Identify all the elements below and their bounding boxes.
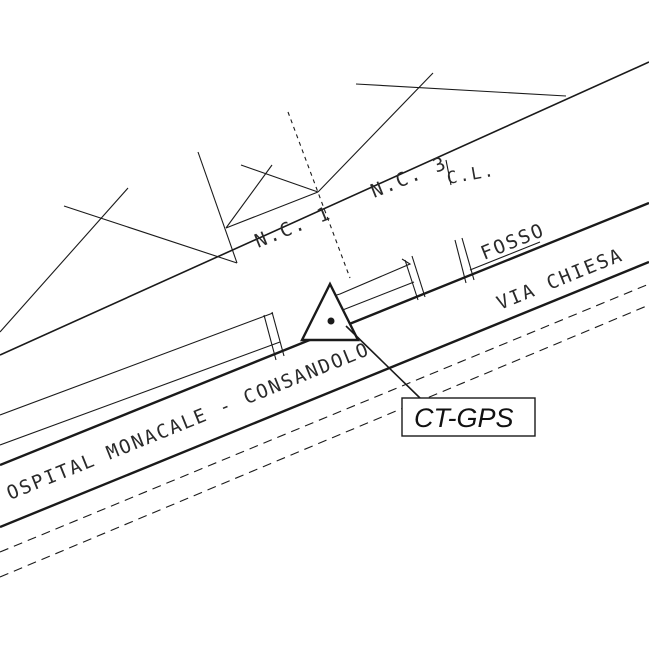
parcel-line (0, 187, 129, 333)
parcel-line (317, 72, 434, 193)
access-stub (329, 258, 412, 298)
centerline-dashed (287, 111, 351, 279)
parcel-line (197, 151, 238, 264)
centerline-label: C.L. (445, 161, 497, 189)
point-dot (327, 317, 335, 325)
parcel-line (63, 205, 238, 264)
dashed-line-1 (0, 283, 649, 553)
access-stub (454, 239, 467, 284)
access-stub (404, 259, 419, 301)
street-label-main: OSPITAL MONACALE - CONSANDOLO (4, 338, 374, 504)
ditch-line (469, 241, 541, 271)
road-edge-south (0, 260, 649, 529)
tick-mark (445, 159, 452, 186)
frontage-line (0, 312, 274, 416)
dashed-line-2 (0, 304, 649, 578)
parcel-line (240, 164, 319, 193)
access-stub (461, 237, 475, 281)
parcel-line (225, 191, 319, 229)
access-stub (334, 281, 415, 314)
gps-label-box (401, 397, 536, 437)
parcel-line (225, 164, 273, 229)
gps-marker-icon (300, 281, 360, 342)
access-stub (263, 314, 277, 361)
property-boundary-line (0, 61, 649, 356)
access-stub (411, 255, 426, 298)
frontage-line-inner (0, 341, 281, 446)
parcel-label-3: N.C. 3 (368, 152, 451, 203)
parcel-line (355, 83, 567, 97)
access-stub (271, 311, 285, 357)
gps-label: CT-GPS (414, 403, 514, 433)
leader-line (345, 325, 421, 399)
parcel-label-1: N.C. 1 (252, 202, 335, 253)
triangle-icon (300, 281, 360, 342)
